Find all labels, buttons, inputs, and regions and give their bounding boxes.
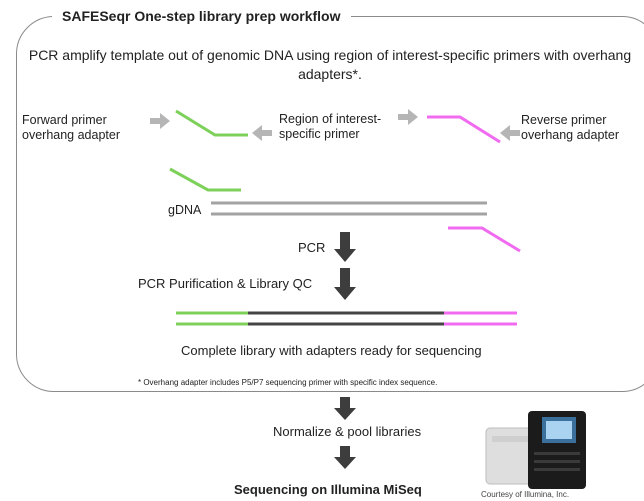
down-arrow-icon xyxy=(334,397,356,420)
sequencing-step-label: Sequencing on Illumina MiSeq xyxy=(234,482,422,497)
purification-step-label: PCR Purification & Library QC xyxy=(138,276,313,291)
intro-text: PCR amplify template out of genomic DNA … xyxy=(28,47,632,82)
normalize-step-label: Normalize & pool libraries xyxy=(273,424,422,439)
down-arrow-icon xyxy=(334,446,356,469)
small-arrow-right-icon xyxy=(150,113,170,129)
forward-primer-bound-icon xyxy=(169,167,241,192)
miseq-instrument-icon xyxy=(485,411,586,489)
down-arrow-icon xyxy=(334,268,356,300)
footnote: * Overhang adapter includes P5/P7 sequen… xyxy=(138,378,438,387)
forward-primer-icon xyxy=(175,109,248,137)
workflow-title: SAFESeqr One-step library prep workflow xyxy=(52,8,351,24)
down-arrow-icon xyxy=(334,232,356,262)
pcr-step-label: PCR xyxy=(298,240,326,255)
region-primer-label: Region of interest-specific primer xyxy=(279,112,382,141)
reverse-primer-icon xyxy=(427,115,501,144)
forward-primer-label: Forward primer overhang adapter xyxy=(22,113,120,142)
reverse-primer-bound-icon xyxy=(448,226,521,253)
complete-library-label: Complete library with adapters ready for… xyxy=(181,343,482,358)
small-arrow-left-icon xyxy=(500,125,520,141)
small-arrow-right-icon xyxy=(398,109,418,125)
reverse-primer-label: Reverse primer overhang adapter xyxy=(521,113,619,142)
courtesy-credit: Courtesy of Illumina, Inc. xyxy=(481,490,570,499)
small-arrow-left-icon xyxy=(252,125,272,141)
gdna-label: gDNA xyxy=(168,203,202,217)
